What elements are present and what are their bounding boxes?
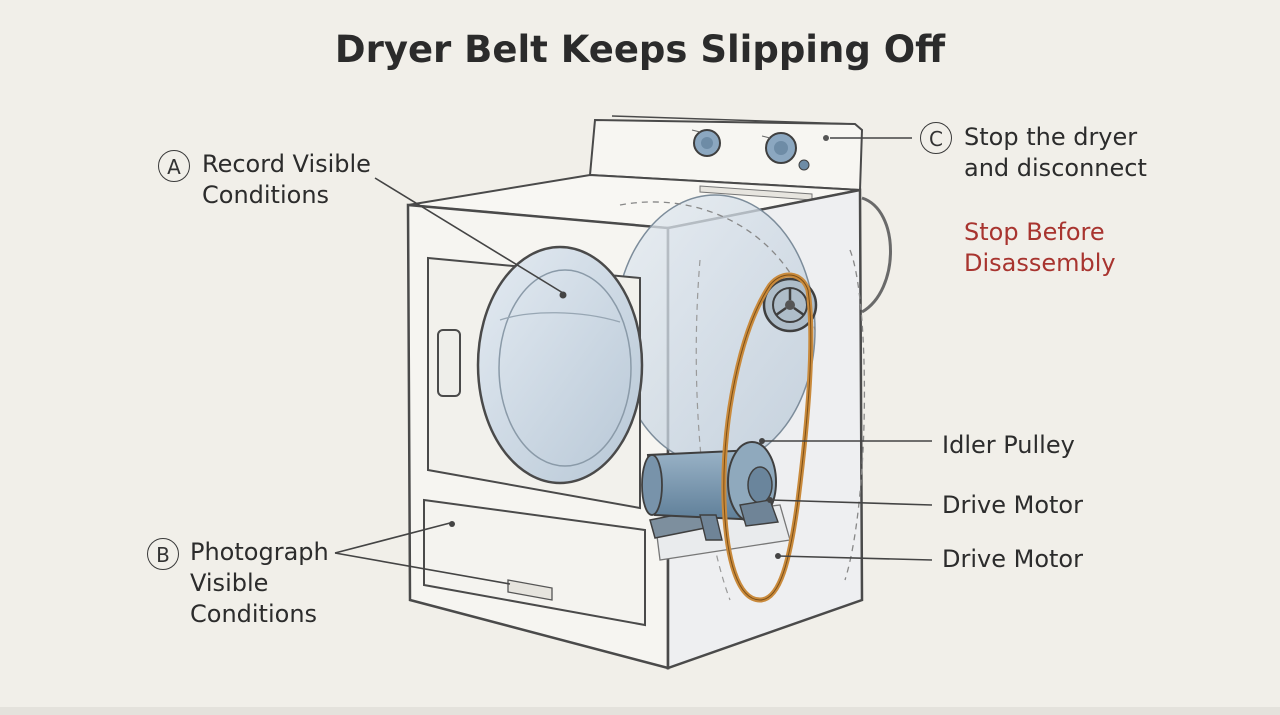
warning-line-2: Disassembly (964, 249, 1116, 277)
callout-c-line-1: Stop the dryer (964, 123, 1138, 151)
label-drive-motor-2: Drive Motor (942, 545, 1083, 573)
door-glass (476, 245, 644, 485)
callout-c-text: Stop the dryer and disconnect (964, 122, 1147, 184)
diagram-title: Dryer Belt Keeps Slipping Off (334, 28, 946, 71)
callout-b-line-3: Conditions (190, 600, 318, 628)
power-cord (861, 196, 892, 314)
warning-line-1: Stop Before (964, 218, 1105, 246)
drive-motor (641, 441, 779, 541)
callout-b-line-1: Photograph (190, 538, 329, 566)
warning-text: Stop Before Disassembly (964, 217, 1116, 279)
control-console (588, 115, 864, 192)
door-handle (437, 329, 461, 397)
bottom-strip (0, 707, 1280, 715)
callout-a-text: Record Visible Conditions (202, 149, 371, 211)
callout-b-badge: B (147, 538, 179, 570)
callout-a-line-1: Record Visible (202, 150, 371, 178)
callout-b-line-2: Visible (190, 569, 269, 597)
label-idler-pulley: Idler Pulley (942, 431, 1075, 459)
callout-a-line-2: Conditions (202, 181, 330, 209)
callout-b-text: Photograph Visible Conditions (190, 537, 329, 630)
leader-lines (334, 137, 933, 585)
idler-pulley-wheel (762, 277, 818, 333)
label-drive-motor-1: Drive Motor (942, 491, 1083, 519)
lower-drawer (423, 498, 646, 627)
callout-a-badge: A (158, 150, 190, 182)
callout-c-badge: C (920, 122, 952, 154)
callout-c-line-2: and disconnect (964, 154, 1147, 182)
indicator-light (798, 159, 810, 171)
